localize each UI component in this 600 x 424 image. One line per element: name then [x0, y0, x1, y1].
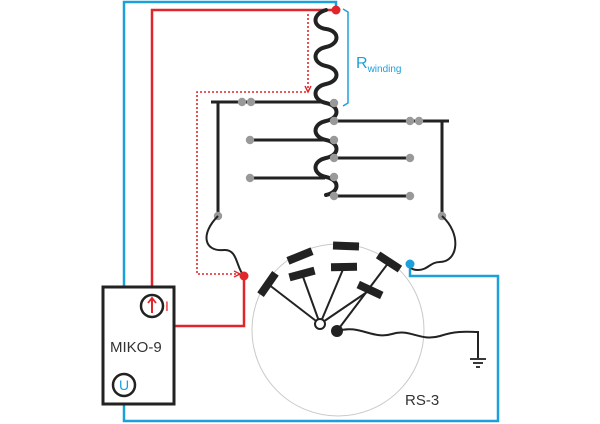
tap-arrow-down [304, 85, 312, 94]
voltage-symbol: U [119, 377, 129, 393]
winding-resistance-bracket [342, 8, 349, 107]
miko-label: MIKO-9 [110, 339, 162, 356]
winding-coil [313, 8, 339, 197]
rs3-label: RS-3 [405, 392, 439, 409]
selector-arms [267, 261, 390, 332]
tap-terminals [213, 97, 447, 221]
current-symbol: I [165, 298, 169, 314]
selector-input-terminal [239, 271, 249, 281]
selector-contacts [257, 241, 403, 300]
ground-icon [470, 358, 486, 368]
left-tap-bar [211, 100, 325, 216]
right-tap-bar [336, 119, 449, 216]
right-flex-lead [409, 215, 457, 272]
left-flex-lead [205, 215, 245, 277]
tap-lead-dotted [196, 14, 309, 275]
selector-output-terminal [405, 259, 415, 269]
voltmeter-icon [111, 372, 137, 398]
r-winding-label: Rwinding [356, 55, 401, 75]
neutral-lead [336, 328, 479, 358]
winding-top-terminal [331, 5, 341, 15]
selector-pivot [314, 318, 326, 330]
ammeter-icon [139, 293, 165, 319]
